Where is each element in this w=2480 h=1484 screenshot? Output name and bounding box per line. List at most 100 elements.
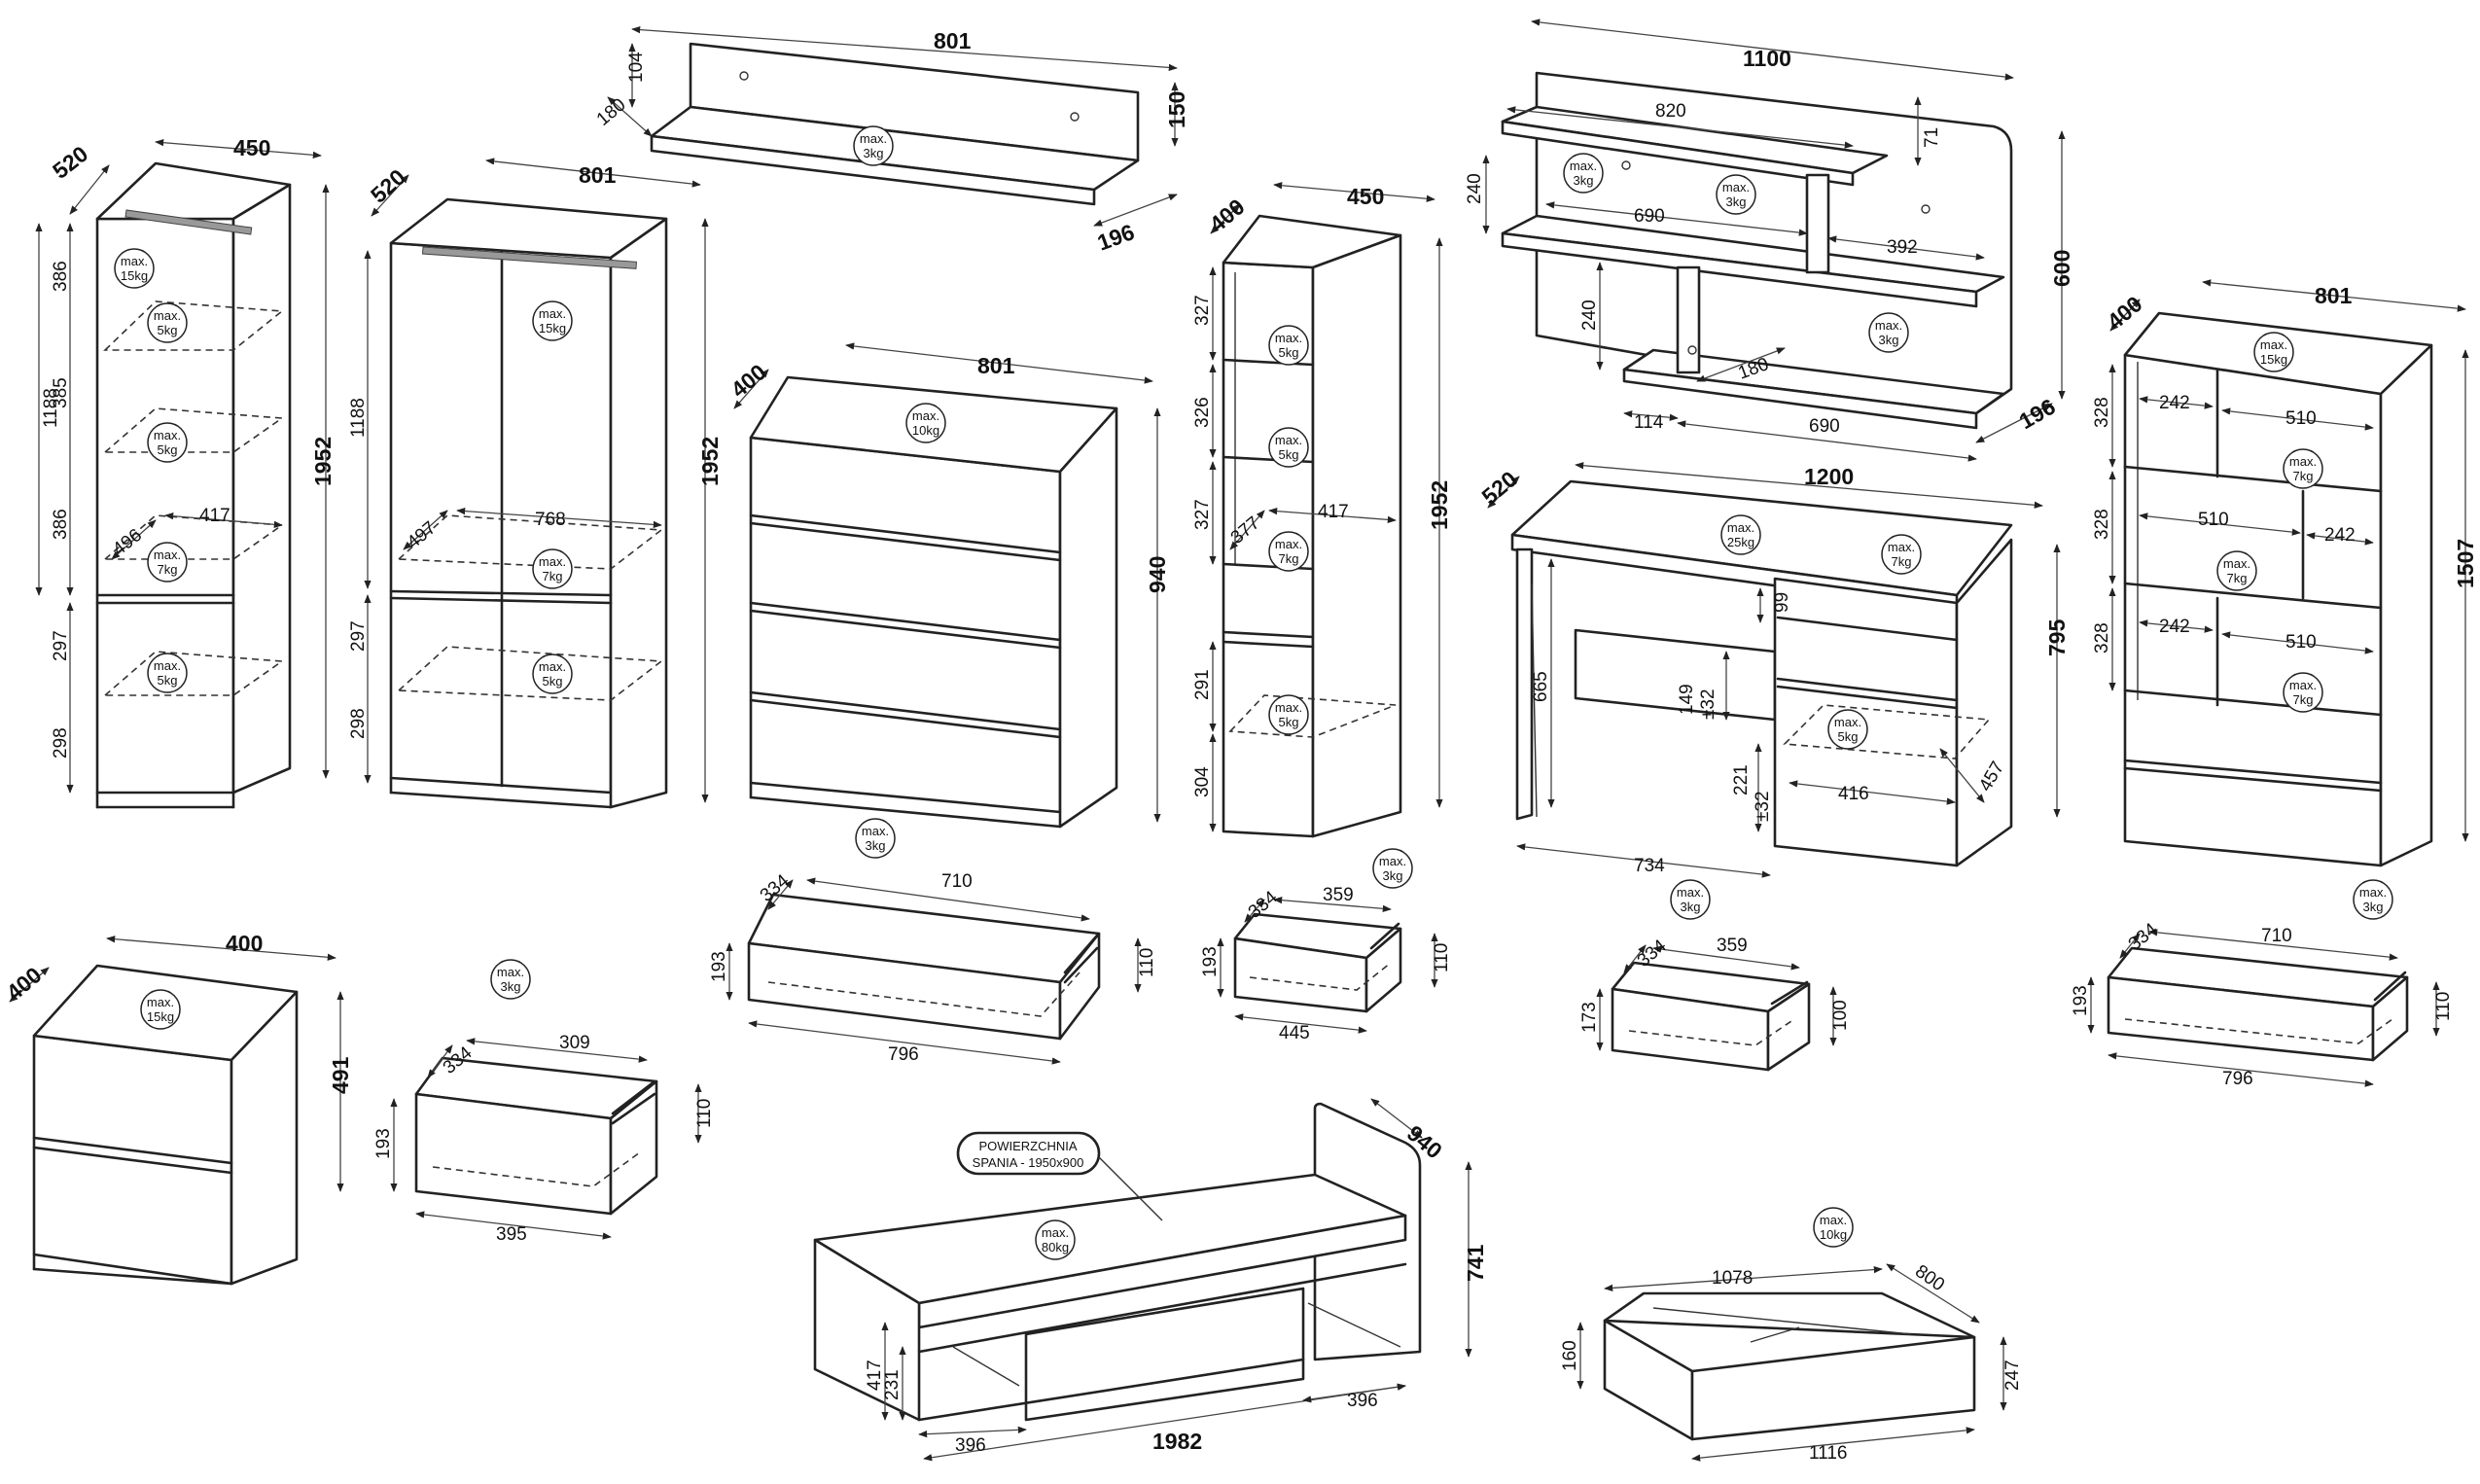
svg-text:7kg: 7kg xyxy=(158,562,178,577)
sleeping-surface-label-line1: POWIERZCHNIA xyxy=(978,1139,1077,1153)
bookcase-wide-width: 801 xyxy=(2315,283,2353,308)
load-circle-15kg: max.15kg xyxy=(114,248,155,289)
wall-unit-top-shelf: 820 xyxy=(1655,101,1686,122)
bookcase-wide-cell-b: 510 xyxy=(2285,408,2317,429)
desk-leg-height: 665 xyxy=(1531,671,1551,702)
bed-drawer-total-width: 1116 xyxy=(1809,1443,1847,1464)
bookcase-narrow-shelf-3: 327 xyxy=(1192,499,1213,530)
wall-unit-mid-shelf: 690 xyxy=(1634,206,1665,227)
svg-text:7kg: 7kg xyxy=(2293,692,2314,707)
cabinet-narrow-shelf-3: 386 xyxy=(51,509,71,540)
wardrobe: 520 801 1952 1188 297 298 497 768 xyxy=(348,158,723,809)
bookcase-narrow-drawer-detail: 334 359 193 110 445 xyxy=(1200,885,1452,1043)
bookcase-narrow-shelf-width: 417 xyxy=(1318,502,1349,522)
svg-text:25kg: 25kg xyxy=(1727,535,1754,549)
bed-left-opening: 396 xyxy=(955,1435,986,1456)
wall-shelf-width: 801 xyxy=(934,28,972,53)
svg-text:max.: max. xyxy=(1727,520,1754,535)
wall-shelf: 801 104 180 150 196 xyxy=(593,25,1189,256)
nightstand-depth: 400 xyxy=(2,962,47,1006)
desk-front-1: 149 xyxy=(1677,684,1697,715)
nightstand-drawer-detail: 334 309 193 110 395 xyxy=(373,1033,715,1245)
chest-depth: 400 xyxy=(726,359,771,403)
bed-drawer-width: 1078 xyxy=(1712,1268,1753,1289)
load-circle-7kg: max.7kg xyxy=(2283,672,2323,713)
wall-unit-side-offset: 114 xyxy=(1634,412,1664,433)
svg-text:80kg: 80kg xyxy=(1042,1240,1069,1254)
svg-text:5kg: 5kg xyxy=(1838,729,1859,744)
wardrobe-width: 801 xyxy=(579,162,617,188)
load-circle-3kg: max.3kg xyxy=(1563,153,1604,194)
desk-tol-1: ±32 xyxy=(1698,689,1718,720)
svg-text:15kg: 15kg xyxy=(121,268,148,283)
bookcase-wide-cell-f: 510 xyxy=(2285,632,2317,653)
cabinet-narrow-shelf-2: 385 xyxy=(51,377,71,408)
svg-text:3kg: 3kg xyxy=(1681,900,1701,914)
load-labels: max.15kg max.5kg max.5kg max.7kg max.5kg… xyxy=(114,125,2393,1260)
desk-width: 1200 xyxy=(1804,464,1854,489)
bed-right-opening: 396 xyxy=(1347,1391,1378,1411)
bed: 940 741 1982 417 231 396 396 POWIERZCHNI… xyxy=(813,1098,1488,1462)
load-circle-3kg: max.3kg xyxy=(1868,312,1909,353)
wall-unit-width: 1100 xyxy=(1743,46,1791,71)
svg-text:15kg: 15kg xyxy=(539,321,566,336)
bookcase-wide-drawer-side: 110 xyxy=(2433,992,2454,1021)
load-circle-7kg: max.7kg xyxy=(2216,550,2257,591)
wardrobe-height: 1952 xyxy=(697,437,723,486)
bookcase-wide-depth: 400 xyxy=(2103,291,2147,335)
svg-text:max.: max. xyxy=(1379,854,1406,868)
svg-text:max.: max. xyxy=(1677,885,1704,900)
svg-text:max.: max. xyxy=(154,308,181,323)
bookcase-narrow-lower-1: 291 xyxy=(1192,669,1213,700)
wall-unit: 1100 820 71 240 240 690 392 600 180 114 … xyxy=(1465,18,2074,462)
bookcase-wide-cell-a: 242 xyxy=(2159,393,2190,413)
bookcase-narrow-height: 1952 xyxy=(1427,480,1452,530)
svg-text:max.: max. xyxy=(147,995,174,1009)
svg-text:max.: max. xyxy=(1275,433,1302,447)
cabinet-narrow-width: 450 xyxy=(233,135,270,160)
load-circle-5kg: max.5kg xyxy=(1827,709,1868,750)
svg-text:max.: max. xyxy=(862,824,889,838)
load-circle-10kg: max.10kg xyxy=(905,403,946,443)
nightstand-drawer-inner-width: 309 xyxy=(559,1033,590,1053)
chest-drawer-detail: 334 710 193 110 796 xyxy=(709,870,1157,1065)
svg-text:max.: max. xyxy=(1834,715,1861,729)
svg-text:max.: max. xyxy=(154,428,181,442)
bed-inner-height: 231 xyxy=(882,1369,903,1400)
wall-unit-height: 600 xyxy=(2049,250,2074,287)
wardrobe-upper: 1188 xyxy=(348,398,369,438)
wardrobe-depth: 520 xyxy=(366,164,410,208)
desk: 520 1200 795 665 99 149 ±32 221 ±32 416 … xyxy=(1477,462,2070,878)
bed-height: 741 xyxy=(1463,1244,1488,1282)
chest-of-drawers: 400 801 940 xyxy=(726,342,1170,829)
cabinet-narrow-lower-2: 298 xyxy=(51,727,71,759)
wall-unit-bottom-shelf: 690 xyxy=(1809,416,1840,437)
svg-text:3kg: 3kg xyxy=(1879,333,1899,347)
cabinet-narrow-lower-1: 297 xyxy=(51,630,71,661)
bookcase-narrow-drawer-height: 193 xyxy=(1200,946,1221,977)
wall-unit-depth: 196 xyxy=(2015,394,2060,435)
svg-text:max.: max. xyxy=(1275,331,1302,345)
load-circle-15kg: max.15kg xyxy=(140,989,181,1030)
svg-text:10kg: 10kg xyxy=(912,423,939,438)
bookcase-narrow-width: 450 xyxy=(1347,184,1384,209)
svg-text:max.: max. xyxy=(1042,1225,1069,1240)
wall-shelf-back-height: 104 xyxy=(626,52,647,83)
wall-unit-right-shelf: 392 xyxy=(1887,237,1918,258)
nightstand: 400 400 491 xyxy=(2,931,353,1286)
nightstand-drawer-height: 193 xyxy=(373,1128,394,1159)
load-circle-5kg: max.5kg xyxy=(147,302,188,343)
svg-text:5kg: 5kg xyxy=(543,674,563,689)
bookcase-wide-cell-c: 510 xyxy=(2198,510,2229,530)
svg-text:7kg: 7kg xyxy=(543,569,563,583)
svg-text:7kg: 7kg xyxy=(1892,554,1912,569)
svg-text:max.: max. xyxy=(154,548,181,562)
bookcase-wide-drawer-width: 796 xyxy=(2222,1069,2253,1089)
load-circle-25kg: max.25kg xyxy=(1720,514,1761,555)
bookcase-wide-height: 1507 xyxy=(2453,539,2478,588)
bookcase-narrow-drawer-width: 445 xyxy=(1279,1023,1310,1043)
wardrobe-lower-2: 298 xyxy=(348,708,369,739)
svg-text:max.: max. xyxy=(154,658,181,673)
svg-text:max.: max. xyxy=(1570,159,1597,173)
load-circle-15kg: max.15kg xyxy=(532,300,573,341)
